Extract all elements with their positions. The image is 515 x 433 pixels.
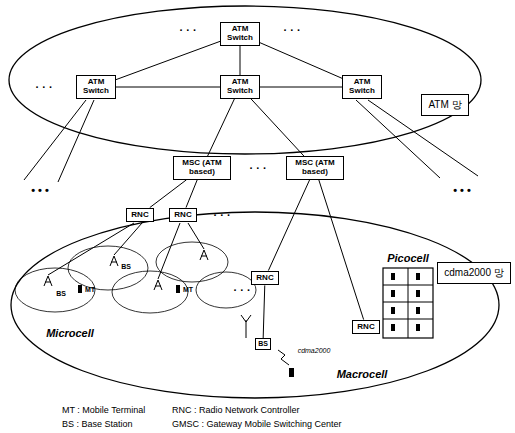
ellipsis: • • • (31, 185, 49, 196)
network-name-box: ATM 망 (421, 94, 468, 116)
network-name-box: cdma2000 망 (437, 262, 510, 284)
abbreviation-note: MT : Mobile Terminal (62, 406, 145, 416)
node-text: BS (258, 340, 268, 348)
node-text: MSC (ATM based) (177, 159, 227, 177)
mt-label: MT (183, 286, 193, 293)
ellipsis: · · · (283, 25, 300, 36)
cdma-network-outline (11, 212, 499, 398)
rnc-box: RNC (352, 320, 379, 335)
rnc-box: RNC (169, 208, 196, 223)
node-text: ATM Switch (346, 78, 378, 96)
antenna-symbol (241, 315, 251, 338)
picocell-building (383, 268, 433, 338)
node-text: ATM 망 (428, 99, 461, 111)
cell-label: Macrocell (337, 368, 388, 380)
atm-switch-box: ATM Switch (342, 75, 382, 99)
node-text: ATM Switch (224, 78, 256, 96)
connector-line (116, 87, 220, 88)
node-text: ATM Switch (224, 25, 256, 43)
bs-label: BS (56, 290, 66, 297)
connector-line (208, 99, 235, 156)
microcells (15, 242, 256, 313)
radio-link-symbol (278, 350, 289, 365)
abbreviation-note: BS : Base Station (62, 420, 133, 430)
abbreviation-note: RNC : Radio Network Controller (172, 406, 300, 416)
node-text: RNC (256, 274, 273, 283)
node-text: MSC (ATM based) (290, 159, 340, 177)
ellipsis: · · · (35, 82, 52, 93)
connector-line (319, 180, 364, 320)
connector-line (116, 41, 220, 79)
ellipsis: · · · (233, 285, 250, 296)
rnc-box: RNC (126, 208, 153, 223)
connector-line (263, 285, 265, 338)
connector-line (240, 46, 241, 75)
ellipsis: • • • (453, 185, 471, 196)
abbreviation-note: GMSC : Gateway Mobile Switching Center (172, 420, 342, 430)
bs-label: BS (121, 263, 131, 270)
connector-line (186, 180, 197, 208)
node-text: RNC (131, 211, 148, 220)
atm-switch-box: ATM Switch (220, 22, 260, 46)
node-text: ATM Switch (80, 78, 112, 96)
connector-line (251, 99, 304, 156)
connector-line (150, 180, 187, 208)
base-station-box: BS (255, 338, 271, 350)
node-text: RNC (357, 323, 374, 332)
node-text: cdma2000 망 (444, 267, 503, 279)
atm-switch-box: ATM Switch (220, 75, 260, 99)
rnc-bs-links (48, 223, 204, 279)
ellipsis: · · · (179, 25, 196, 36)
node-text: RNC (174, 211, 191, 220)
link-label: cdma2000 (298, 347, 331, 354)
mobile-terminals (78, 285, 294, 377)
connector-line (260, 43, 342, 79)
ellipsis: · · · (213, 210, 230, 221)
outgoing-links (24, 100, 478, 182)
connector-line (260, 87, 342, 88)
cell-label: Microcell (46, 327, 94, 339)
msc-box: MSC (ATM based) (173, 156, 231, 180)
ellipsis: · · · (249, 163, 266, 174)
msc-box: MSC (ATM based) (286, 156, 344, 180)
atm-switch-box: ATM Switch (76, 75, 116, 99)
rnc-box: RNC (251, 271, 278, 286)
cell-label: Picocell (387, 252, 429, 264)
connector-line (268, 180, 309, 271)
base-station-towers (44, 250, 208, 290)
mt-label: MT (85, 286, 95, 293)
